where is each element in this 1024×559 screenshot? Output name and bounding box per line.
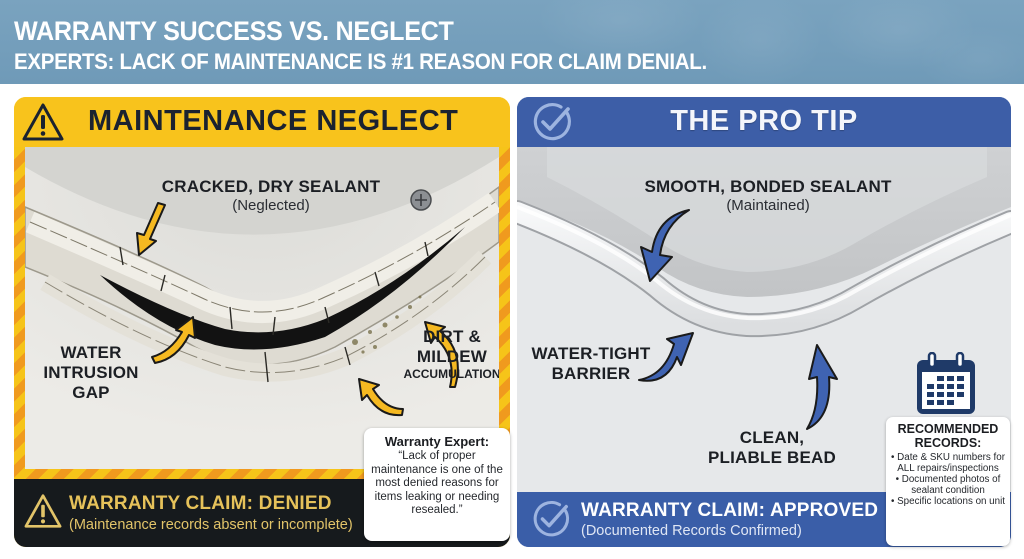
recommended-records-card: RECOMMENDED RECORDS: • Date & SKU number… xyxy=(886,417,1010,546)
screw-icon xyxy=(410,189,432,211)
claim-denied-subtitle: (Maintenance records absent or incomplet… xyxy=(69,517,353,533)
claim-denied-title: WARRANTY CLAIM: DENIED xyxy=(69,493,332,514)
records-title-line2: RECORDS: xyxy=(914,436,982,450)
banner-title: WARRANTY SUCCESS VS. NEGLECT xyxy=(14,16,454,46)
pliable-bead-label: CLEAN, PLIABLE BEAD xyxy=(707,428,837,467)
quote-text: “Lack of proper maintenance is one of th… xyxy=(371,450,503,516)
claim-approved-subtitle: (Documented Records Confirmed) xyxy=(581,523,802,539)
quote-title: Warranty Expert: xyxy=(384,434,490,449)
check-circle-icon xyxy=(533,103,571,141)
records-list-item: • Date & SKU numbers for ALL repairs/ins… xyxy=(891,452,1005,474)
neglect-panel-title: MAINTENANCE NEGLECT xyxy=(88,105,459,137)
water-intrusion-gap-label: WATER INTRUSION GAP xyxy=(43,343,139,402)
records-title-line1: RECOMMENDED xyxy=(897,422,999,436)
neglect-panel: CRACKED, DRY SEALANT (Neglected) WATER I… xyxy=(14,97,510,547)
records-list-item: • Documented photos of sealant condition xyxy=(895,474,1001,496)
warning-triangle-icon xyxy=(24,494,62,528)
records-list-item: • Specific locations on unit xyxy=(891,496,1005,507)
claim-approved-title: WARRANTY CLAIM: APPROVED xyxy=(581,500,879,521)
cracked-sealant-photo: CRACKED, DRY SEALANT (Neglected) WATER I… xyxy=(25,147,499,469)
pro-tip-panel-title: THE PRO TIP xyxy=(670,105,858,137)
cracked-sealant-illustration xyxy=(25,147,499,469)
banner-subtitle: EXPERTS: LACK OF MAINTENANCE IS #1 REASO… xyxy=(14,49,707,74)
header-banner: WARRANTY SUCCESS VS. NEGLECT EXPERTS: LA… xyxy=(0,0,1024,84)
dirt-mildew-label: DIRT & MILDEW ACCUMULATION xyxy=(403,327,499,381)
water-tight-barrier-label: WATER-TIGHT BARRIER xyxy=(531,344,651,383)
pro-tip-panel-header: THE PRO TIP xyxy=(517,97,1011,147)
check-circle-icon xyxy=(533,501,569,537)
records-list: • Date & SKU numbers for ALL repairs/ins… xyxy=(886,452,1010,508)
warning-triangle-icon xyxy=(22,103,64,141)
smooth-sealant-label: SMOOTH, BONDED SEALANT (Maintained) xyxy=(644,177,892,214)
neglect-panel-header: MAINTENANCE NEGLECT xyxy=(14,97,510,147)
warranty-expert-quote-card: Warranty Expert: “Lack of proper mainten… xyxy=(364,428,510,541)
cracked-sealant-label: CRACKED, DRY SEALANT (Neglected) xyxy=(161,177,381,214)
calendar-icon xyxy=(917,352,975,414)
